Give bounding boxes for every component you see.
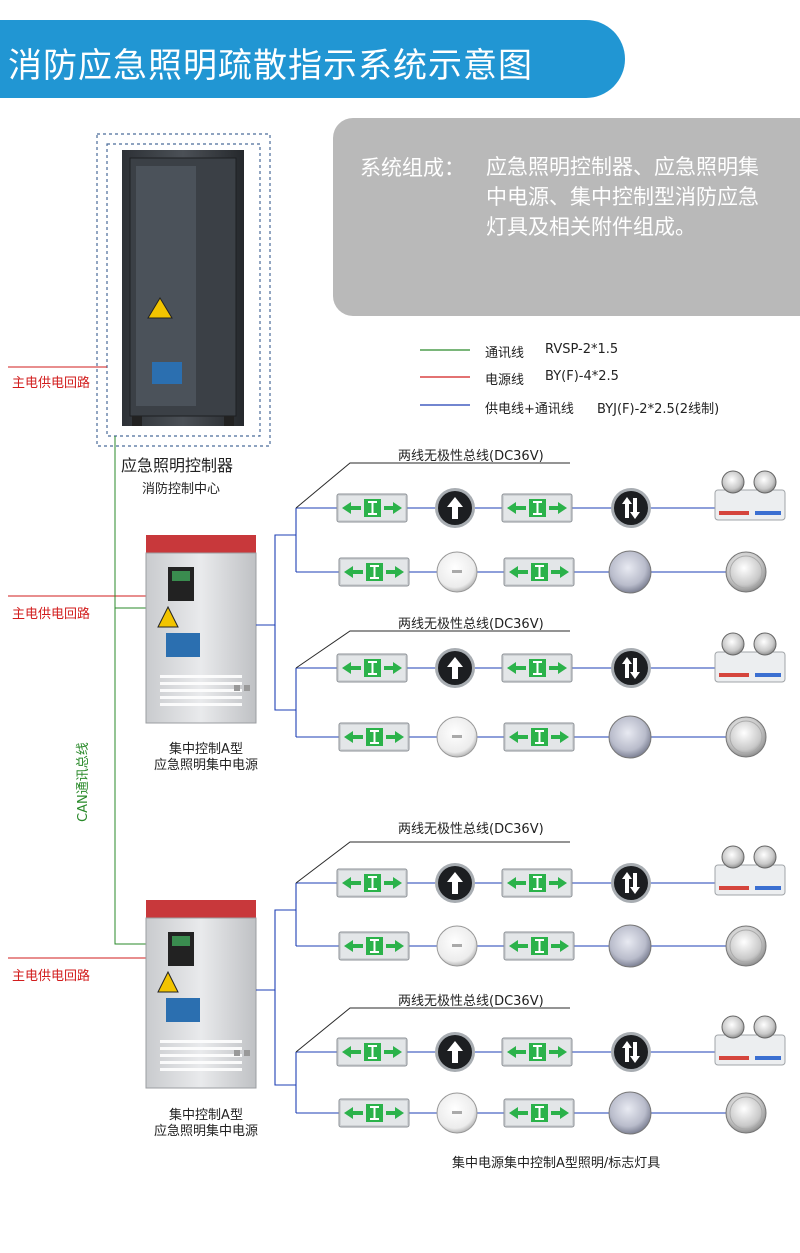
exit-sign xyxy=(501,868,573,898)
can-bus-line xyxy=(114,436,146,945)
exit-sign xyxy=(501,653,573,683)
controller-frame-inner xyxy=(106,143,261,437)
power-unit-1-line1: 集中控制A型 xyxy=(169,742,243,757)
main-power-label-2: 主电供电回路 xyxy=(12,607,91,622)
controller-frame-outer xyxy=(96,133,271,447)
composition-label: 系统组成： xyxy=(360,156,465,180)
exit-sign xyxy=(338,722,410,752)
downlight xyxy=(436,716,478,758)
exit-sign xyxy=(336,493,408,523)
downlight xyxy=(608,1091,652,1135)
can-bus-label: CAN通讯总线 xyxy=(76,742,91,822)
power-unit-2 xyxy=(145,899,257,1089)
floor-arrow-up xyxy=(435,1032,475,1072)
bus-label-3: 两线无极性总线(DC36V) xyxy=(398,822,544,837)
exit-sign xyxy=(336,1037,408,1067)
power-unit-1-line2: 应急照明集中电源 xyxy=(153,758,258,773)
legend-power-spec: BY(F)-4*2.5 xyxy=(545,369,619,384)
floor-arrow-double xyxy=(611,1032,651,1072)
exit-sign xyxy=(503,722,575,752)
legend-power-name: 电源线 xyxy=(485,373,525,388)
floor-arrow-double xyxy=(611,488,651,528)
exit-sign xyxy=(503,557,575,587)
twin-head-light xyxy=(714,1015,786,1066)
main-power-label-3: 主电供电回路 xyxy=(12,969,91,984)
downlight xyxy=(436,1092,478,1134)
composition-box xyxy=(333,118,800,316)
exit-sign xyxy=(336,653,408,683)
downlight xyxy=(608,924,652,968)
bus-label-leaders-2 xyxy=(295,841,570,1053)
page-title: 消防应急照明疏散指示系统示意图 xyxy=(8,46,533,86)
downlight xyxy=(725,716,767,758)
power-unit-2-line1: 集中控制A型 xyxy=(169,1108,243,1123)
twin-head-light xyxy=(714,845,786,896)
exit-sign xyxy=(503,1098,575,1128)
bus-label-1: 两线无极性总线(DC36V) xyxy=(398,449,544,464)
downlight xyxy=(725,551,767,593)
bus-label-2: 两线无极性总线(DC36V) xyxy=(398,617,544,632)
title-banner xyxy=(0,20,625,98)
legend-bus-spec: BYJ(F)-2*2.5(2线制) xyxy=(597,402,720,417)
floor-arrow-double xyxy=(611,648,651,688)
main-power-label-1: 主电供电回路 xyxy=(12,376,91,391)
downlight xyxy=(608,715,652,759)
exit-sign xyxy=(503,931,575,961)
exit-sign xyxy=(338,557,410,587)
twin-head-light xyxy=(714,470,786,521)
power-unit-1 xyxy=(145,534,257,724)
floor-arrow-up xyxy=(435,488,475,528)
floor-arrow-up xyxy=(435,863,475,903)
controller-sublabel: 消防控制中心 xyxy=(142,482,221,497)
exit-sign xyxy=(501,1037,573,1067)
legend-comm-spec: RVSP-2*1.5 xyxy=(545,342,619,357)
exit-sign xyxy=(338,931,410,961)
power-unit-2-line2: 应急照明集中电源 xyxy=(153,1124,258,1139)
downlight xyxy=(725,925,767,967)
fixtures-caption: 集中电源集中控制A型照明/标志灯具 xyxy=(452,1156,661,1171)
legend-comm-name: 通讯线 xyxy=(485,346,525,361)
downlight xyxy=(725,1092,767,1134)
composition-text: 应急照明控制器、应急照明集中电源、集中控制型消防应急灯具及相关附件组成。 xyxy=(486,155,759,239)
controller-label: 应急照明控制器 xyxy=(121,456,234,475)
downlight xyxy=(436,551,478,593)
downlight xyxy=(608,550,652,594)
downlight xyxy=(436,925,478,967)
legend-bus-name: 供电线+通讯线 xyxy=(485,402,574,417)
bus-label-4: 两线无极性总线(DC36V) xyxy=(398,994,544,1009)
exit-sign xyxy=(336,868,408,898)
bus-label-leaders-1 xyxy=(295,462,570,669)
exit-sign xyxy=(338,1098,410,1128)
twin-head-light xyxy=(714,632,786,683)
floor-arrow-up xyxy=(435,648,475,688)
controller-cabinet xyxy=(122,150,244,426)
floor-arrow-double xyxy=(611,863,651,903)
exit-sign xyxy=(501,493,573,523)
